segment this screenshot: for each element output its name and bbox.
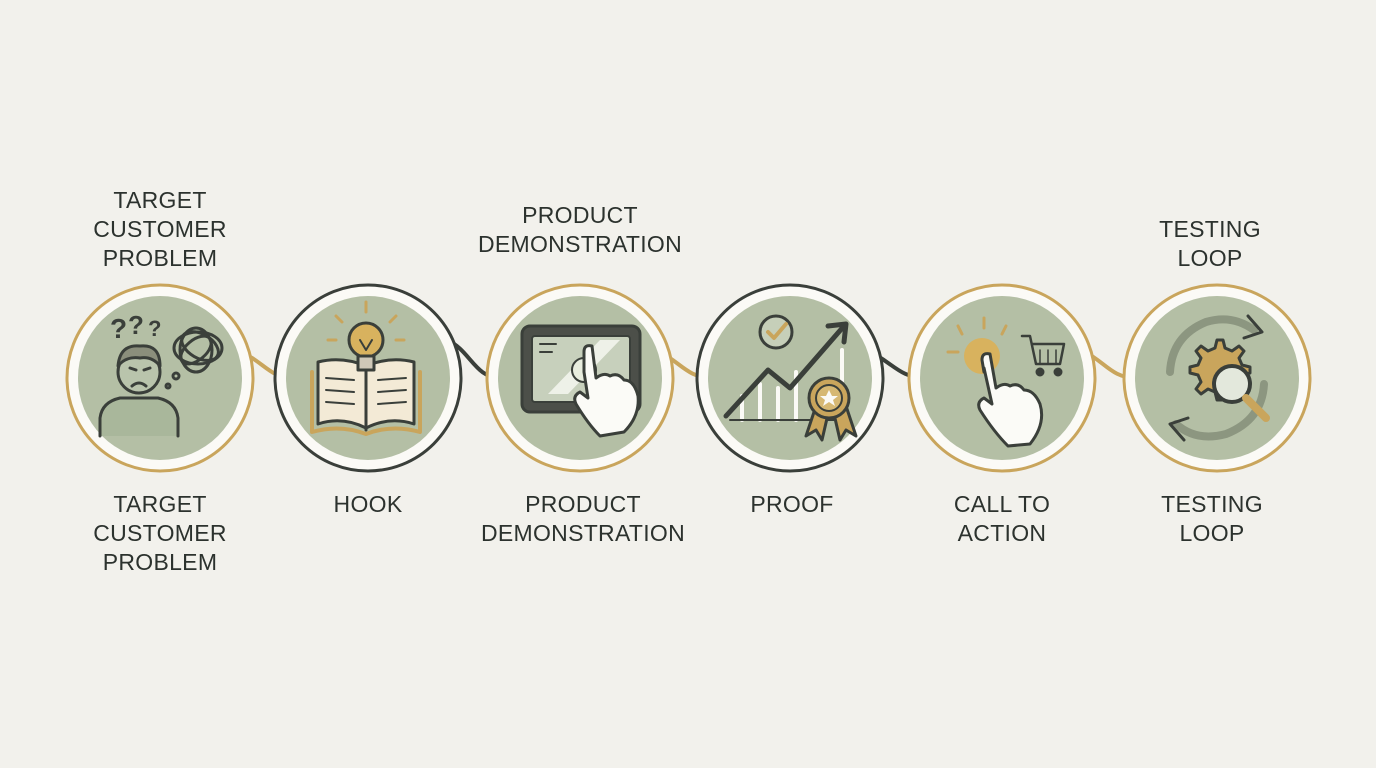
step-5-node	[907, 283, 1097, 473]
lightbulb-book-icon	[310, 300, 422, 436]
step-5-bottom-label: CALL TO ACTION	[953, 491, 1051, 546]
step-3-bottom-label: PRODUCT DEMONSTRATION	[480, 491, 686, 546]
gear-magnifier-cycle-icon	[1166, 314, 1270, 442]
click-cart-icon	[946, 316, 1066, 448]
step-6-bottom-label: TESTING LOOP	[1161, 491, 1263, 546]
tablet-tap-icon	[520, 324, 642, 438]
growth-chart-badge-icon	[723, 314, 858, 442]
step-3-node	[485, 283, 675, 473]
step-1-top-label: TARGET CUSTOMER PROBLEM	[93, 187, 227, 271]
step-6-node	[1122, 283, 1312, 473]
confused-person-icon: ? ? ?	[98, 310, 224, 438]
step-1-bottom-label: TARGET CUSTOMER PROBLEM	[93, 491, 227, 575]
step-2-node	[273, 283, 463, 473]
step-4-bottom-label: PROOF	[750, 491, 834, 517]
step-2-bottom-label: HOOK	[333, 491, 403, 517]
step-6-top-label: TESTING LOOP	[1159, 216, 1261, 271]
svg-text:?: ?	[110, 313, 127, 344]
svg-text:?: ?	[148, 316, 161, 341]
step-4-node	[695, 283, 885, 473]
step-1-node: ? ? ?	[65, 283, 255, 473]
step-3-top-label: PRODUCT DEMONSTRATION	[477, 202, 683, 257]
svg-text:?: ?	[128, 310, 144, 340]
